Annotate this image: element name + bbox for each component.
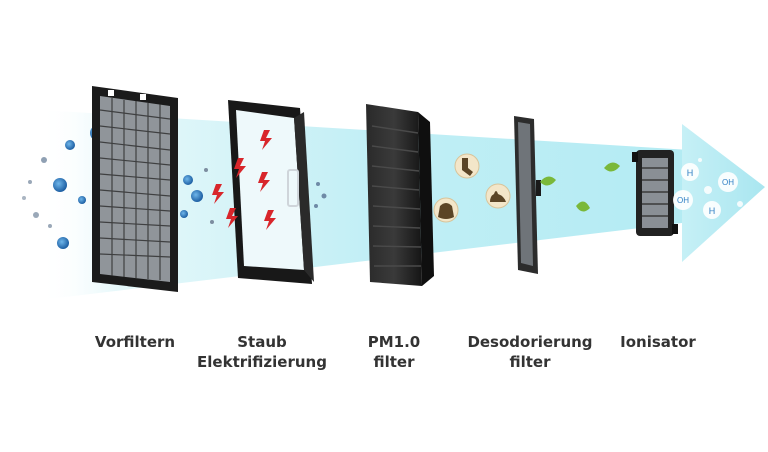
stage-label-dust-electrification: Staub Elektrifizierung xyxy=(196,332,328,372)
stage-label-line: PM1.0 xyxy=(367,333,421,351)
sock-odor-icon xyxy=(454,153,480,179)
stage-label-prefilter: Vorfiltern xyxy=(84,332,186,352)
stage-label-line: Desodorierung xyxy=(467,333,593,351)
svg-text:H: H xyxy=(687,168,694,178)
stage-label-line: Elektrifizierung xyxy=(197,353,327,371)
stage-label-line: Vorfiltern xyxy=(94,333,176,351)
prefilter-panel xyxy=(92,86,178,292)
ion-oh-icon: OH OH xyxy=(673,172,738,210)
stage-label-line: Ionisator xyxy=(620,333,696,351)
arrow-head-icon xyxy=(682,124,765,262)
leaf-icon xyxy=(540,162,620,212)
stage-label-line: filter xyxy=(373,353,415,371)
lightning-icon xyxy=(212,130,276,230)
pm-filter-panel xyxy=(366,104,434,286)
ion-bubbles xyxy=(698,158,743,234)
garbage-bag-odor-icon xyxy=(433,197,459,223)
svg-text:H: H xyxy=(709,206,716,216)
stage-label-line: filter xyxy=(509,353,551,371)
ion-h-icon: H H xyxy=(681,163,721,219)
electrification-panel xyxy=(228,100,314,284)
svg-text:OH: OH xyxy=(677,196,689,205)
stage-label-ionizer: Ionisator xyxy=(612,332,704,352)
deodorization-filter-panel xyxy=(514,116,541,274)
ionizer-module xyxy=(632,150,678,236)
pet-waste-odor-icon xyxy=(485,183,511,209)
stage-label-pm-filter: PM1.0 filter xyxy=(348,332,440,372)
stage-label-line: Staub xyxy=(237,333,287,351)
svg-text:OH: OH xyxy=(722,178,734,187)
stage-label-deodorization-filter: Desodorierung filter xyxy=(466,332,594,372)
